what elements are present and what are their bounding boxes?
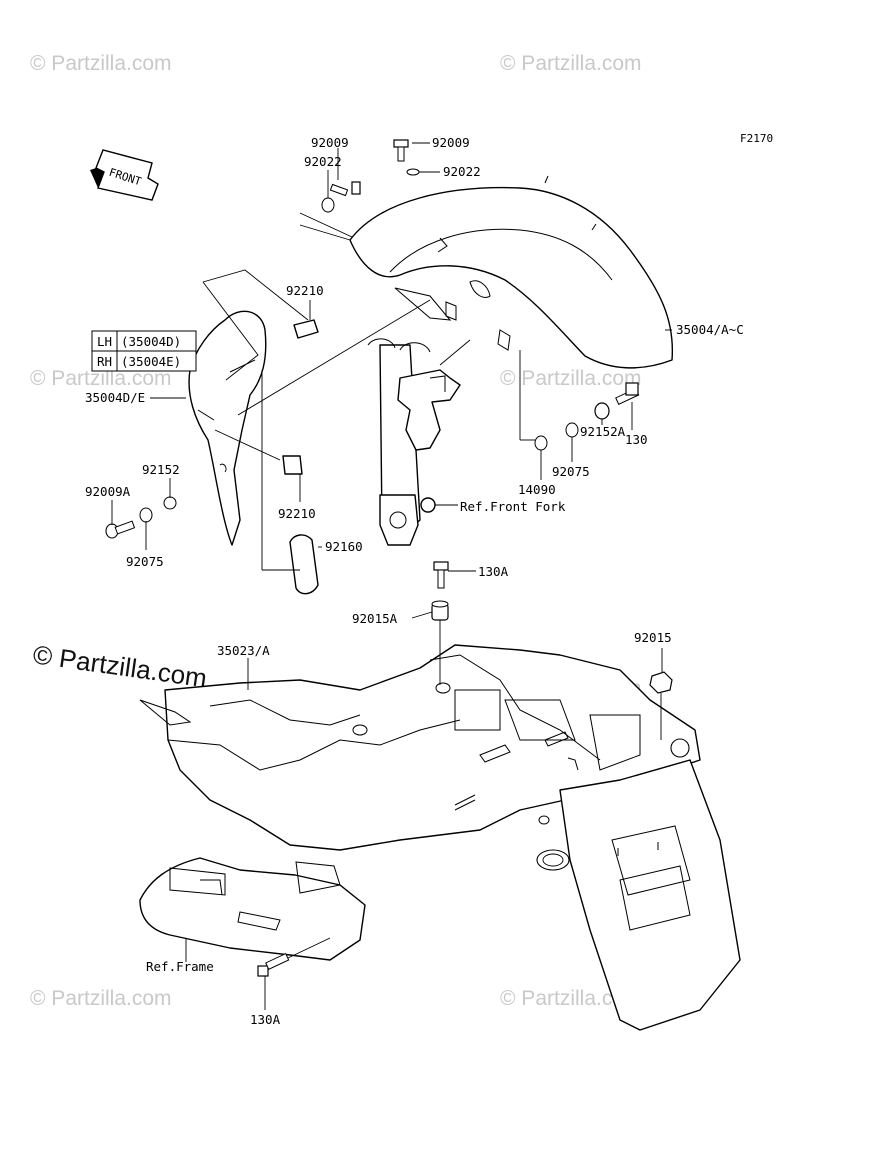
front-fender [349,175,674,369]
rear-fender-tray [139,644,741,1031]
label-92015: 92015 [634,630,672,645]
label-92152: 92152 [142,462,180,477]
watermark-7: © Partzilla.com [500,987,642,1010]
table-part-lh: (35004D) [121,334,181,349]
label-92009-left: 92009 [311,135,349,150]
label-92022-right: 92022 [443,164,481,179]
table-side-lh: LH [97,334,112,349]
label-ref-front-fork: Ref.Front Fork [460,499,566,514]
watermark-6: © Partzilla.com [30,987,172,1010]
watermark-main: © Partzilla.com [31,639,209,693]
table-part-rh: (35004E) [121,354,181,369]
label-130A-bottom: 130A [250,1012,281,1027]
diagram-code: F2170 [740,132,773,145]
label-92015A: 92015A [352,611,398,626]
leader-lines [111,142,672,1010]
label-92210-bottom: 92210 [278,506,316,521]
front-arrow-icon: FRONT [90,149,159,201]
watermark-3: © Partzilla.com [30,367,172,390]
label-92075-right: 92075 [552,464,590,479]
label-92009-right: 92009 [432,135,470,150]
front-fork [367,338,471,546]
label-35004AC: 35004/A~C [676,322,744,337]
label-92075-left: 92075 [126,554,164,569]
bolt-130A-top-icon [433,561,449,589]
grommet-92015A-icon [431,600,449,621]
bolt-92009-left-icon [329,181,361,197]
clip-92210-bottom-icon [282,455,303,475]
washer-92022-right-icon [406,168,420,176]
label-92160: 92160 [325,539,363,554]
washer-92022-left-icon [321,197,335,213]
bolt-92009-right-icon [393,139,409,162]
label-35004DE: 35004D/E [85,390,145,405]
collar-92152-icon [163,496,177,510]
bolt-92009A-icon [105,520,136,539]
label-92022-left: 92022 [304,154,342,169]
label-130A-top: 130A [478,564,509,579]
label-35023A: 35023/A [217,643,270,658]
washer-92075-right-icon [565,422,579,438]
lh-rh-table: LH (35004D) RH (35004E) [91,330,197,372]
watermark-4: © Partzilla.com [500,367,642,390]
rubber-flap-92160 [289,534,319,595]
label-ref-frame: Ref.Frame [146,959,214,974]
watermark-1: © Partzilla.com [30,52,172,75]
label-92210-top: 92210 [286,283,324,298]
rear-frame [139,857,366,961]
collar-92152A-icon [594,402,610,420]
bolt-130-icon [615,382,640,405]
clip-92210-top-icon [293,319,319,339]
nut-92015-icon [649,671,673,694]
label-14090: 14090 [518,482,556,497]
table-side-rh: RH [97,354,112,369]
label-92009A: 92009A [85,484,131,499]
label-92152A: 92152A [580,424,626,439]
washer-14090-icon [534,435,548,451]
watermark-2: © Partzilla.com [500,52,642,75]
fender-side-panel [188,310,267,546]
washer-92075-left-icon [139,507,153,523]
label-130: 130 [625,432,648,447]
bolt-130A-bottom-icon [257,952,290,977]
